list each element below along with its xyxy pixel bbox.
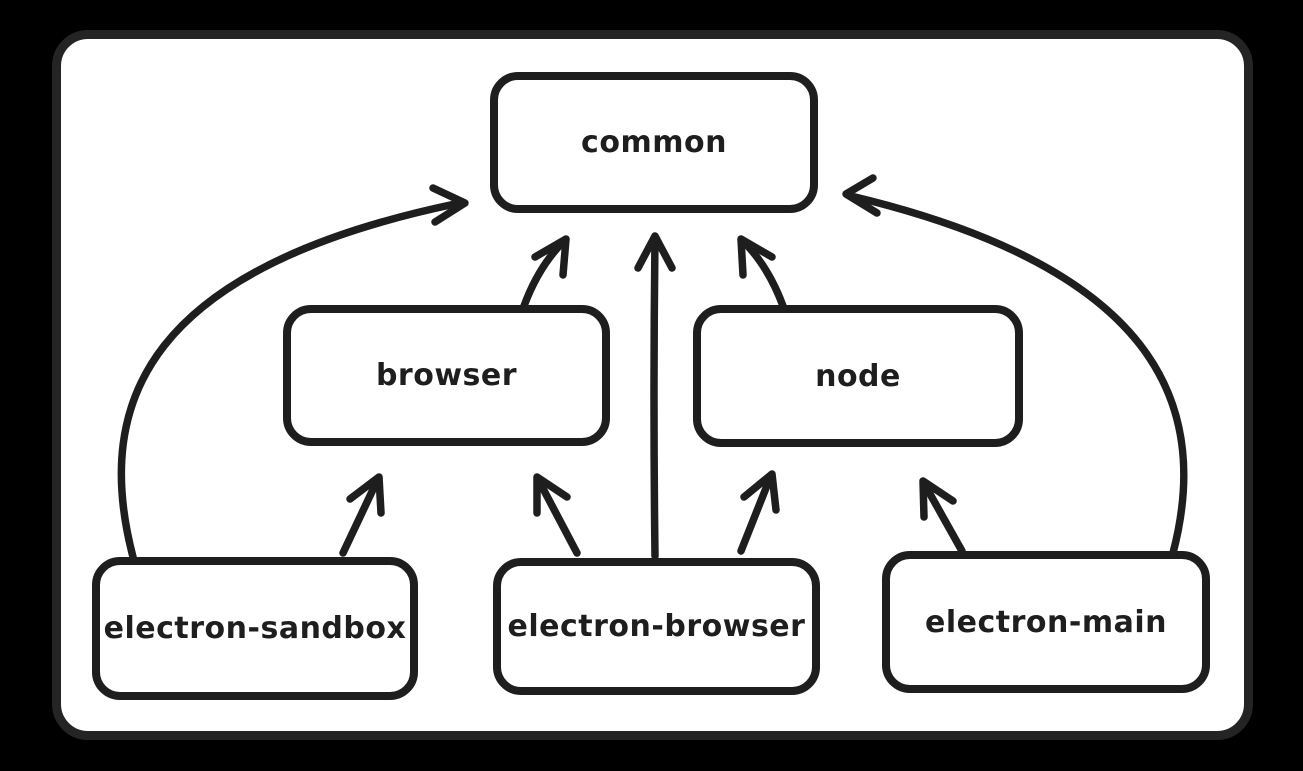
node-label-electron-browser: electron-browser <box>507 609 806 644</box>
node-label-electron-sandbox: electron-sandbox <box>103 611 407 646</box>
node-browser: browser <box>283 305 610 446</box>
node-common: common <box>490 72 818 213</box>
node-label-browser: browser <box>375 358 518 393</box>
node-electron-sandbox: electron-sandbox <box>92 557 418 700</box>
node-label-electron-main: electron-main <box>925 604 1167 640</box>
node-label-common: common <box>581 125 727 160</box>
node-label-node: node <box>815 358 901 394</box>
node-electron-main: electron-main <box>882 551 1210 693</box>
node-node: node <box>693 305 1023 447</box>
node-electron-browser: electron-browser <box>493 558 820 695</box>
